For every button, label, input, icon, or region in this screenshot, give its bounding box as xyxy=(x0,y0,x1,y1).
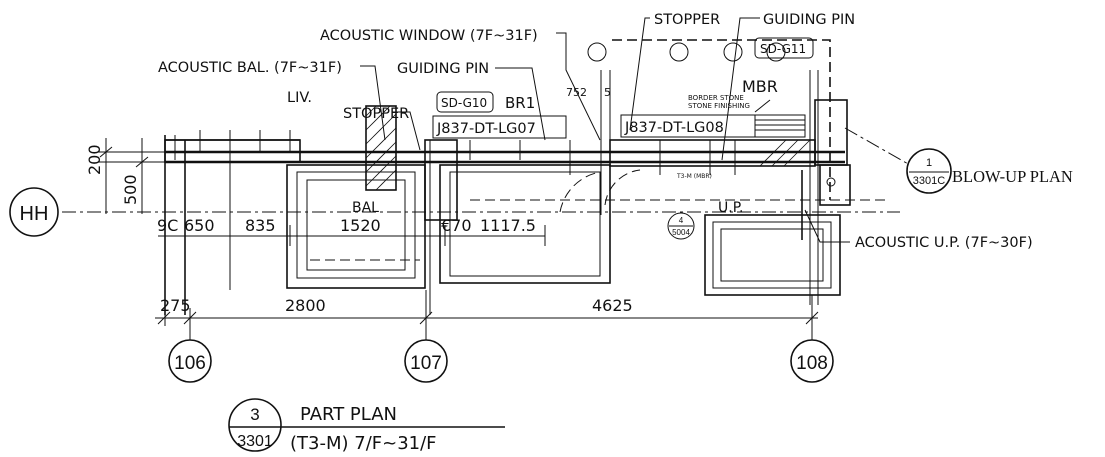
title-block: 3 3301 PART PLAN (T3-M) 7/F~31/F xyxy=(228,398,505,454)
dim-1520: 1520 xyxy=(340,216,381,235)
dim-c70: €70 xyxy=(441,216,472,235)
guiding-pin-left-label: GUIDING PIN xyxy=(397,61,489,77)
dim-vertical-500: 500 xyxy=(121,174,140,205)
vertical-dimensions: 200 500 xyxy=(85,138,168,214)
dim-275: 275 xyxy=(160,296,191,315)
tag-lg08-box xyxy=(620,114,756,138)
blowup-callout-number: 1 xyxy=(926,157,932,169)
dim-vertical-200: 200 xyxy=(85,144,104,175)
acoustic-window-label: ACOUSTIC WINDOW (7F~31F) xyxy=(320,28,538,44)
sd-g11-tag: SD-G11 xyxy=(760,42,806,56)
title-block-subtitle: (T3-M) 7/F~31/F xyxy=(290,433,437,454)
sd-g10-tag: SD-G10 xyxy=(441,96,487,110)
grid-column-107: 107 xyxy=(410,353,442,374)
sd-g11-tag-box xyxy=(754,37,814,59)
tag-lg08: J837-DT-LG08 xyxy=(624,120,724,136)
grid-bubble-106: 106 xyxy=(168,339,212,383)
bal-label: BAL xyxy=(352,200,379,216)
small-callout-sheet: 5004 xyxy=(672,228,690,237)
blowup-callout-sheet: 3301C xyxy=(913,175,945,187)
dim-2800: 2800 xyxy=(285,296,326,315)
grid-bubble-107: 107 xyxy=(404,339,448,383)
dim-9c: 9C xyxy=(157,216,178,235)
blowup-callout: 1 3301C xyxy=(906,148,952,194)
dim-752-label: 752 xyxy=(566,86,587,99)
liv-label: LIV. xyxy=(287,90,312,106)
dim-650: 650 xyxy=(184,216,215,235)
grid-bubble-108: 108 xyxy=(790,339,834,383)
blow-up-plan-label: BLOW-UP PLAN xyxy=(952,167,1073,186)
grid-bubble-hh: HH xyxy=(9,187,59,237)
title-block-title: PART PLAN xyxy=(300,404,397,425)
grid-column-108: 108 xyxy=(796,353,828,374)
small-callout-number: 4 xyxy=(679,216,684,225)
up-label: U.P. xyxy=(718,200,743,216)
guiding-pin-top-label: GUIDING PIN xyxy=(763,12,855,28)
stone-finishing-label: STONE FINISHING xyxy=(688,102,750,110)
dim-1117-5: 1117.5 xyxy=(480,216,536,235)
title-block-sheet: 3301 xyxy=(237,433,273,450)
slab-fixings xyxy=(174,130,736,175)
dim-5-label: 5 xyxy=(604,86,611,99)
stopper-top-label: STOPPER xyxy=(654,12,720,28)
dimension-row-1: 9C 650 835 1520 €70 1117.5 xyxy=(157,216,546,246)
mbr-label: MBR xyxy=(742,77,778,96)
small-callout: 4 5004 xyxy=(667,212,695,240)
sd-g10-tag-box xyxy=(436,91,494,113)
dimension-row-2: 275 2800 4625 xyxy=(155,290,819,340)
br1-label: BR1 xyxy=(505,94,535,112)
dim-4625: 4625 xyxy=(592,296,633,315)
acoustic-up-label: ACOUSTIC U.P. (7F~30F) xyxy=(855,235,1033,251)
tag-lg07-box xyxy=(432,115,567,139)
dim-835: 835 xyxy=(245,216,276,235)
grid-column-106: 106 xyxy=(174,353,206,374)
acoustic-bal-label: ACOUSTIC BAL. (7F~31F) xyxy=(158,60,342,76)
t3m-label: T3-M (MBR) xyxy=(676,173,712,180)
border-stone-label: BORDER STONE xyxy=(688,94,744,102)
stopper-left-label: STOPPER xyxy=(343,106,409,122)
grid-row-label: HH xyxy=(20,203,49,225)
title-block-number: 3 xyxy=(250,405,259,424)
tag-lg07: J837-DT-LG07 xyxy=(436,121,536,137)
